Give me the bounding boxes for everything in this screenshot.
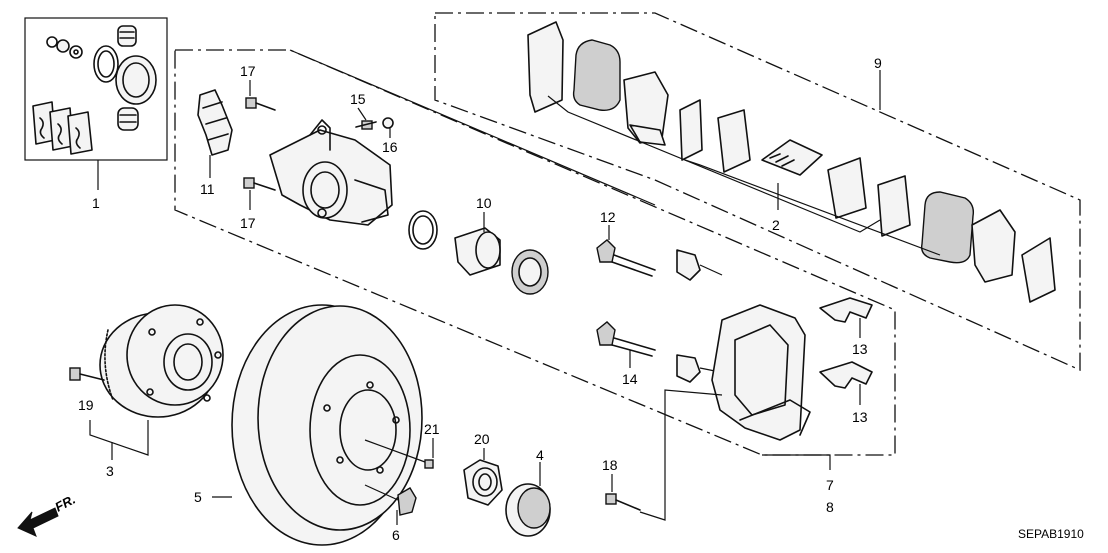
piston-and-seals bbox=[408, 210, 549, 295]
pad-retainer-bottom bbox=[819, 361, 873, 389]
caliper-bracket bbox=[711, 304, 811, 441]
callout-7: 7 bbox=[826, 477, 834, 493]
pad-retainer-top bbox=[819, 297, 873, 323]
seal-kit-parts bbox=[32, 25, 157, 155]
callout-21: 21 bbox=[424, 421, 440, 437]
hub-bearing bbox=[99, 304, 224, 418]
callout-14: 14 bbox=[622, 371, 638, 387]
hub-cap bbox=[505, 483, 551, 537]
brake-pad-set bbox=[527, 21, 1056, 303]
diagram-code: SEPAB1910 bbox=[1018, 527, 1084, 541]
callout-3: 3 bbox=[106, 463, 114, 479]
callout-17-top: 17 bbox=[240, 63, 256, 79]
leader-15 bbox=[357, 107, 367, 121]
callout-5: 5 bbox=[194, 489, 202, 505]
callout-18: 18 bbox=[602, 457, 618, 473]
leader-18-to-bracket bbox=[639, 389, 723, 521]
callout-6: 6 bbox=[392, 527, 400, 543]
callout-20: 20 bbox=[474, 431, 490, 447]
callout-15: 15 bbox=[350, 91, 366, 107]
brake-disc bbox=[231, 304, 423, 546]
callout-17-bottom: 17 bbox=[240, 215, 256, 231]
leader-6-screw bbox=[364, 484, 399, 501]
bolt-6 bbox=[397, 487, 417, 516]
bolt-17-bottom bbox=[243, 177, 276, 191]
bleeder-screw bbox=[355, 117, 394, 130]
group-box-caliper-kit bbox=[434, 12, 1081, 372]
hub-bolt-19 bbox=[69, 367, 105, 381]
callout-13-top: 13 bbox=[852, 341, 868, 357]
callout-4: 4 bbox=[536, 447, 544, 463]
pad-spring bbox=[197, 89, 233, 156]
box-top-divider bbox=[289, 49, 656, 206]
bolt-17-top bbox=[245, 97, 276, 111]
group-box-caliper-assembly bbox=[174, 49, 896, 456]
leader-21-screw bbox=[364, 439, 426, 463]
disc-screw-21 bbox=[424, 459, 434, 469]
caliper-body bbox=[269, 119, 393, 226]
callout-9: 9 bbox=[874, 55, 882, 71]
seal-kit-frame bbox=[24, 17, 168, 161]
front-direction-arrow-icon bbox=[17, 507, 59, 537]
callout-2: 2 bbox=[772, 217, 780, 233]
callout-10: 10 bbox=[476, 195, 492, 211]
callout-19: 19 bbox=[78, 397, 94, 413]
guide-pin-12 bbox=[596, 239, 701, 281]
callout-1: 1 bbox=[92, 195, 100, 211]
callout-13-bottom: 13 bbox=[852, 409, 868, 425]
callout-16: 16 bbox=[382, 139, 398, 155]
callout-11: 11 bbox=[200, 181, 215, 197]
callout-12: 12 bbox=[600, 209, 616, 225]
guide-pin-14 bbox=[596, 321, 701, 383]
callout-8: 8 bbox=[826, 499, 834, 515]
bolt-18 bbox=[605, 493, 641, 511]
leader-2-a bbox=[684, 159, 941, 256]
spindle-nut bbox=[463, 459, 503, 506]
leader-3 bbox=[89, 420, 149, 456]
leader-9-bottom bbox=[547, 95, 881, 233]
leader-boot-a bbox=[699, 264, 723, 276]
leader-7 bbox=[762, 454, 831, 470]
